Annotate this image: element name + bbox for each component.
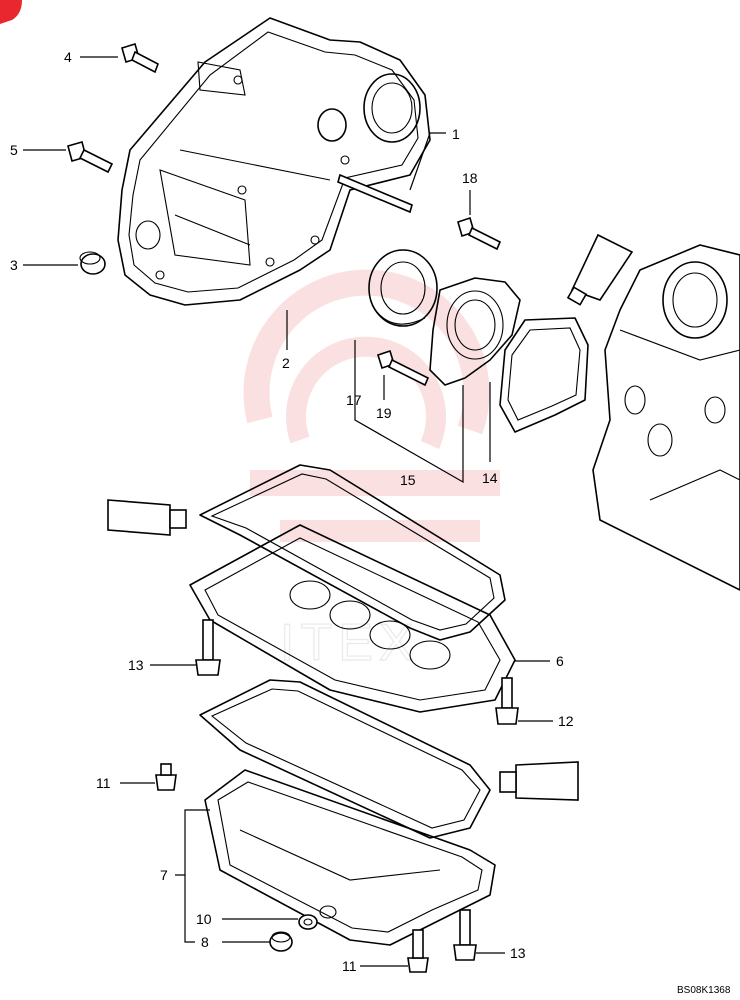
callout-10: 10: [196, 911, 212, 927]
lower-oil-pan: [204, 769, 496, 946]
corner-accent-mark: [0, 0, 22, 24]
callout-14: 14: [482, 470, 498, 486]
leader-lines: [23, 56, 553, 967]
bolt-part-13-lower: [453, 909, 477, 961]
callout-labels: 1 2 3 4 5 6 7 8 10 11 11 12 13 13 14 15 …: [10, 49, 731, 996]
callout-2: 2: [282, 355, 290, 371]
watermark-logo: ITEX: [243, 269, 500, 673]
callout-18: 18: [462, 170, 478, 186]
lower-oil-pan-gasket: [199, 679, 491, 839]
dowel-pin: [337, 173, 413, 214]
plug-part-3: [79, 251, 106, 275]
callout-4: 4: [64, 49, 72, 65]
upper-oil-pan: [189, 524, 516, 713]
seal-retainer: [429, 277, 521, 386]
callout-3: 3: [10, 257, 18, 273]
retainer-gasket: [499, 317, 589, 433]
bolt-part-12: [495, 677, 519, 725]
oil-seal: [368, 249, 438, 327]
bolt-part-18: [457, 216, 502, 251]
flywheel-housing: [117, 17, 431, 306]
callout-19: 19: [376, 405, 392, 421]
watermark-text: ITEX: [280, 614, 420, 672]
drawing-reference-code: BS08K1368: [677, 985, 731, 996]
sealant-tube-left: [107, 499, 187, 536]
sealant-tube-top: [566, 233, 634, 306]
callout-11-lower: 11: [342, 958, 357, 974]
callout-8: 8: [201, 934, 209, 950]
bolt-part-11-lower: [407, 929, 429, 973]
bolt-part-13-upper: [195, 619, 221, 676]
callout-17: 17: [346, 392, 362, 408]
bolt-part-4: [121, 42, 159, 74]
callout-13-lower: 13: [510, 945, 526, 961]
plug-part-8: [269, 931, 293, 952]
callout-15: 15: [400, 472, 416, 488]
bolt-part-11-upper: [155, 763, 177, 791]
callout-5: 5: [10, 142, 18, 158]
bolt-part-5: [67, 141, 114, 174]
callout-12: 12: [558, 713, 574, 729]
callout-13-upper: 13: [128, 657, 144, 673]
callout-7: 7: [160, 867, 168, 883]
callout-6: 6: [556, 653, 564, 669]
upper-oil-pan-gasket: [199, 464, 506, 641]
bolt-part-19: [377, 349, 430, 387]
engine-block: [592, 244, 740, 591]
washer-part-10: [298, 914, 318, 930]
sealant-tube-right: [499, 761, 579, 801]
callout-1: 1: [452, 126, 460, 142]
callout-11-upper: 11: [96, 775, 111, 791]
